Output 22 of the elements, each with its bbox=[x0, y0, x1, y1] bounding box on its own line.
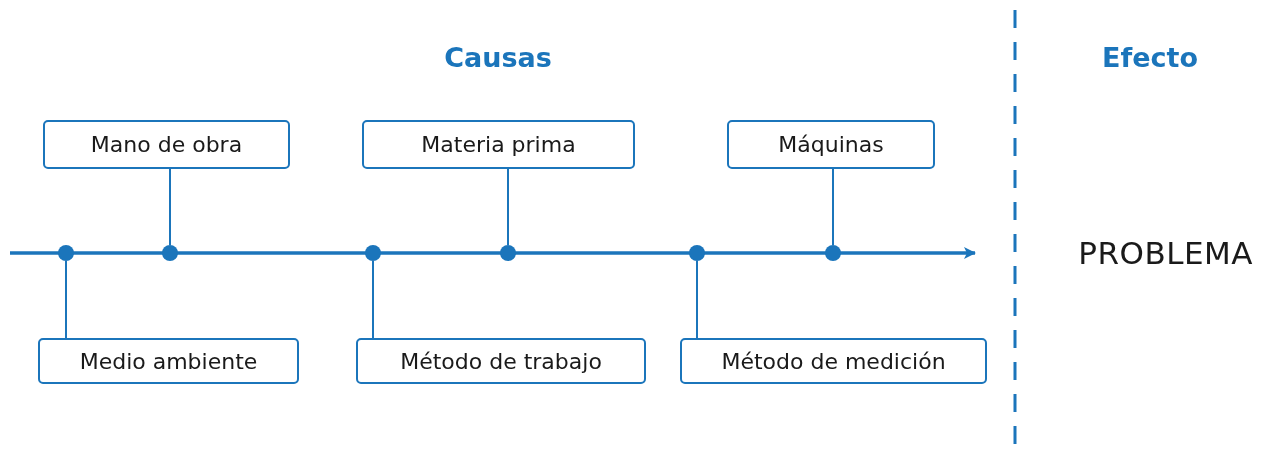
cause-box: Mano de obra bbox=[43, 120, 290, 169]
junction-dot bbox=[58, 245, 74, 261]
cause-box: Método de trabajo bbox=[356, 338, 646, 384]
cause-box: Máquinas bbox=[727, 120, 935, 169]
arrow bbox=[10, 247, 976, 259]
cause-box: Materia prima bbox=[362, 120, 635, 169]
cause-box: Método de medición bbox=[680, 338, 987, 384]
heading: Causas bbox=[444, 42, 552, 73]
connector-line bbox=[507, 168, 509, 246]
connector-line bbox=[696, 260, 698, 339]
junction-dot bbox=[365, 245, 381, 261]
heading: Efecto bbox=[1102, 42, 1198, 73]
connector-line bbox=[169, 168, 171, 246]
cause-box: Medio ambiente bbox=[38, 338, 299, 384]
junction-dot bbox=[689, 245, 705, 261]
junction-dot bbox=[500, 245, 516, 261]
connector-line bbox=[65, 260, 67, 339]
junction-dot bbox=[162, 245, 178, 261]
connector-line bbox=[372, 260, 374, 339]
effect-label: PROBLEMA bbox=[1078, 235, 1253, 271]
junction-dot bbox=[825, 245, 841, 261]
connector-line bbox=[832, 168, 834, 246]
